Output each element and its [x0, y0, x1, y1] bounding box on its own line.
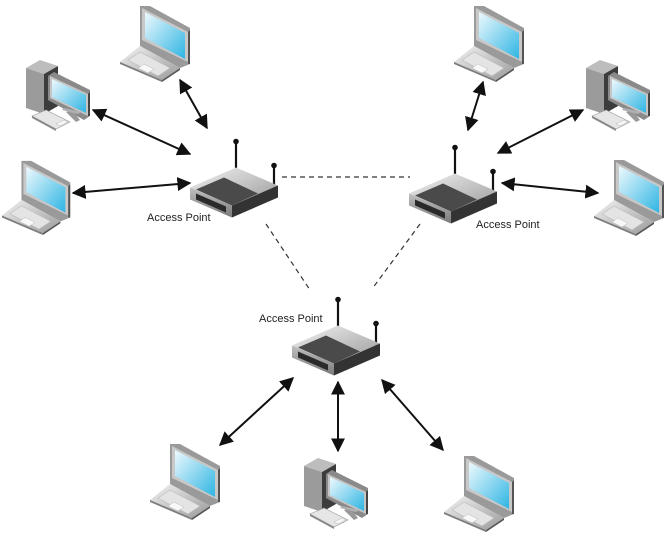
laptop-bottom-right-icon[interactable]: [443, 455, 515, 532]
desktop-top-left-icon[interactable]: [25, 59, 91, 132]
arrow-apright-laptop-top: [465, 80, 486, 132]
laptop-top-right-icon[interactable]: [453, 5, 525, 82]
arrow-apright-desktop: [496, 109, 585, 154]
laptop-bottom-left-icon[interactable]: [149, 443, 221, 520]
laptop-right-icon[interactable]: [593, 159, 665, 236]
ap-interconnects: [265, 176, 421, 291]
arrow-apbottom-laptop-right: [381, 378, 444, 452]
access-point-bottom-icon[interactable]: [290, 295, 382, 377]
access-point-bottom-label: Access Point: [259, 313, 323, 325]
arrow-apright-laptop-right: [500, 177, 600, 199]
dashed-link-left-bottom: [265, 223, 311, 291]
arrow-apleft-laptop-left: [71, 177, 192, 199]
arrow-apleft-desktop: [91, 108, 192, 156]
laptop-top-left-icon[interactable]: [119, 5, 191, 82]
arrow-apbottom-laptop-left: [218, 377, 295, 446]
laptop-left-icon[interactable]: [1, 160, 71, 236]
desktop-bottom-icon[interactable]: [303, 457, 369, 530]
wireless-links: [71, 78, 600, 453]
access-point-right-icon[interactable]: [407, 143, 499, 225]
access-point-left-icon[interactable]: [188, 137, 280, 219]
access-point-left-label: Access Point: [147, 212, 211, 224]
arrow-apleft-laptop-top: [179, 78, 208, 130]
dashed-link-right-bottom: [371, 223, 421, 290]
desktop-top-right-icon[interactable]: [585, 59, 651, 132]
access-point-right-label: Access Point: [476, 219, 540, 231]
